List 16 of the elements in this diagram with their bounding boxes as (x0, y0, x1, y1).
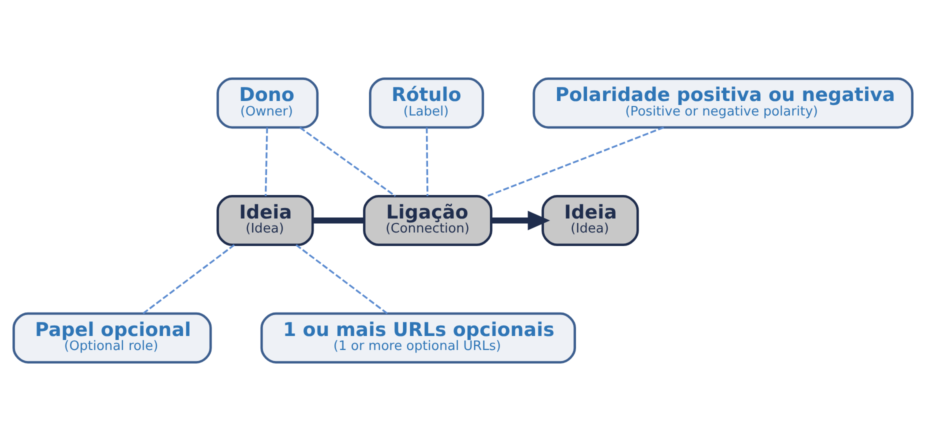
node-box: Papel opcional (Optional role) (12, 312, 212, 364)
node-box: Dono (Owner) (216, 78, 319, 129)
node-box: Ligação (Connection) (363, 195, 492, 246)
connector (426, 128, 428, 196)
node-box: Ideia (Idea) (216, 195, 314, 246)
node-box: Rótulo (Label) (369, 78, 484, 129)
node-box: Ideia (Idea) (542, 195, 639, 246)
connector (487, 126, 664, 197)
connector (296, 244, 388, 314)
connector (312, 218, 364, 224)
connector (299, 126, 396, 197)
node-box: 1 ou mais URLs opcionais (1 or more optional URLs) (260, 312, 576, 364)
arrow (491, 210, 550, 230)
connector (142, 244, 235, 314)
node-box: Polaridade positiva ou negativa (Positive or negative polarity) (532, 78, 914, 129)
connector (264, 128, 268, 196)
